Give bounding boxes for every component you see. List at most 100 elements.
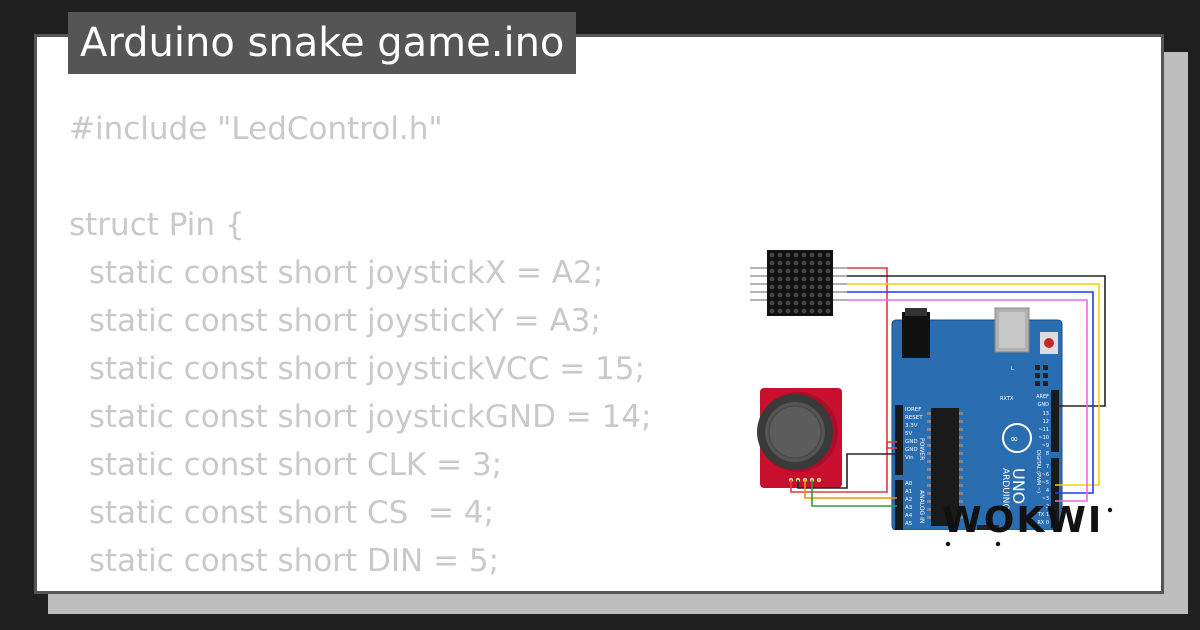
chip-pin [959,500,963,503]
pin-label: 12 [1043,419,1049,425]
chip-pin [959,508,963,511]
pin-label: RESET [905,415,923,421]
led-dot [769,276,775,282]
pin-label: ~11 [1038,427,1049,433]
pin-label: A2 [905,497,912,503]
led-dot [825,260,831,266]
led-dot [809,308,815,314]
led-dot [777,300,783,306]
led-label: TX [1006,396,1014,402]
led-dot [777,268,783,274]
code-line: static const short joystickX = A2; [69,255,604,291]
pin-label: A4 [905,513,913,519]
chip-pin [959,412,963,415]
code-preview: #include "LedControl.h" struct Pin { stat… [69,105,652,591]
led-dot [793,292,799,298]
led-dot [825,308,831,314]
chip-pin [927,460,931,463]
pin-label: GND [905,447,918,453]
led-dot [785,276,791,282]
code-line: static const short CLK = 3; [69,447,503,483]
led-dot [785,268,791,274]
led-dot [769,292,775,298]
pin-label: ~5 [1042,480,1049,486]
led-dot [801,276,807,282]
led-dot [817,276,823,282]
led-dot [793,308,799,314]
chip-pin [927,412,931,415]
chip-pin [927,492,931,495]
led-dot [817,300,823,306]
code-line: #include "LedControl.h" [69,111,443,147]
wokwi-logo: WOKWI [942,500,1113,547]
pin-label: 5V [905,431,912,437]
pin-label: ~3 [1042,496,1049,502]
led-dot [809,284,815,290]
joystick-module [757,388,842,488]
led-dot [785,284,791,290]
code-line [69,153,652,201]
chip-pin [959,484,963,487]
uno-label: UNO [1009,468,1028,504]
chip-pin [959,492,963,495]
led-dot [785,252,791,258]
power-label: POWER [918,438,925,460]
pin-label: 2 [1046,504,1049,510]
led-dot [777,276,783,282]
led-dot [817,284,823,290]
led-dot [785,260,791,266]
pin-label: TX 1 [1037,512,1049,518]
led-dot [777,292,783,298]
led-dot [809,276,815,282]
led-dot [793,284,799,290]
led-label: L [1011,366,1014,372]
led-dot [777,308,783,314]
chip-pin [927,452,931,455]
wokwi-brand-text: WOKWI [942,500,1103,541]
chip-pin [959,460,963,463]
pin-label: A5 [905,521,913,527]
led-dot [769,308,775,314]
preview-card: #include "LedControl.h" struct Pin { stat… [34,34,1164,594]
chip-pin [959,428,963,431]
pin-label: ~10 [1038,435,1049,441]
chip-pin [927,516,931,519]
led-dot [785,308,791,314]
chip-pin [927,420,931,423]
arduino-label: ARDUINO [1000,468,1010,510]
pin-label: A0 [905,481,913,487]
circuit-diagram: ∞ ARDUINO UNO POWER ANALOG IN DIGITAL (P… [750,250,1106,530]
pin-label: 8 [1046,451,1049,457]
pin-label: GND [905,439,918,445]
led-dot [825,292,831,298]
pin-label: 4 [1046,488,1049,494]
led-dot [809,292,815,298]
digital-label: DIGITAL (PWM ~) [1035,450,1041,493]
code-line: static const short joystickVCC = 15; [69,351,645,387]
led-dot [769,284,775,290]
led-dot [809,252,815,258]
code-line: struct Pin { [69,207,245,243]
chip-pin [959,436,963,439]
code-line: static const short joystickY = A3; [69,303,601,339]
pin-label: ~9 [1042,443,1049,449]
code-line: static const short CS = 4; [69,495,495,531]
pin-label: ~6 [1042,472,1049,478]
pin-label: RX 0 [1037,520,1049,526]
led-dot [801,292,807,298]
led-dot [785,292,791,298]
pin-label: 13 [1043,411,1049,417]
chip-pin [959,420,963,423]
led-dot [825,284,831,290]
led-dot [777,252,783,258]
code-line: static const short joystickGND = 14; [69,399,652,435]
led-dot [785,300,791,306]
led-dot [817,260,823,266]
chip-pin [959,452,963,455]
led-dot [801,284,807,290]
led-dot [825,252,831,258]
pin-label: AREF [1036,394,1049,400]
arduino-uno-board: ∞ ARDUINO UNO POWER ANALOG IN DIGITAL (P… [891,307,1063,530]
led-dot [825,276,831,282]
led-dot [801,300,807,306]
